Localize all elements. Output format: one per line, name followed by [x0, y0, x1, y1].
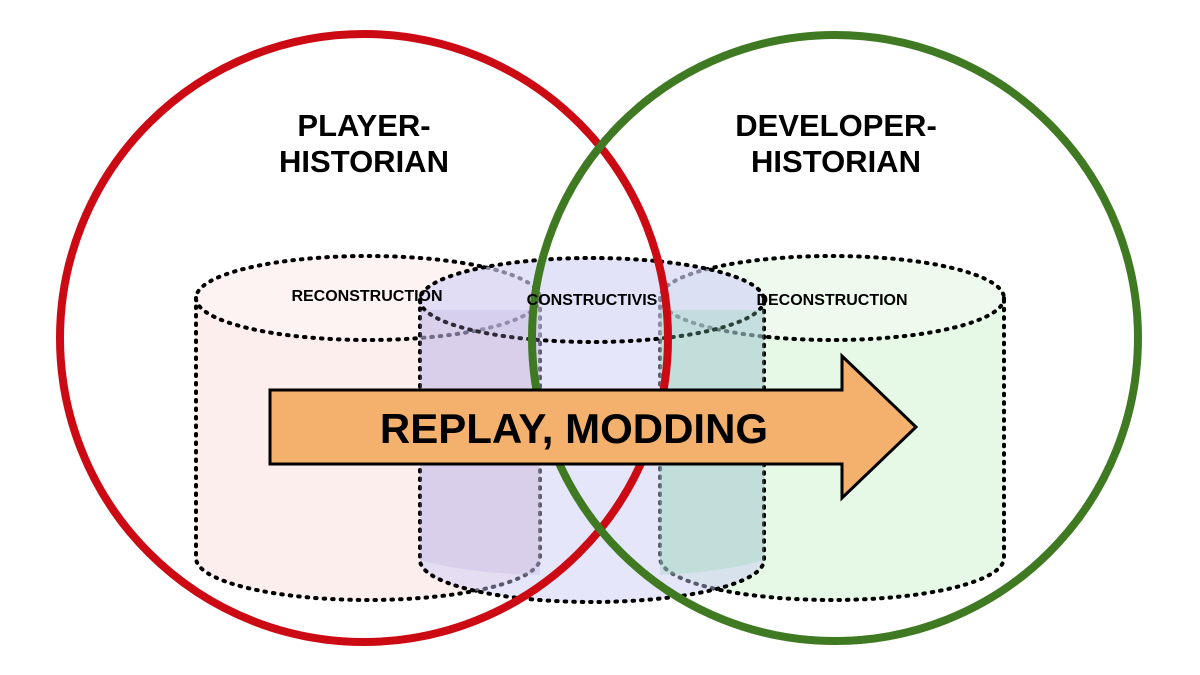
deconstruction-label: DECONSTRUCTION	[756, 292, 907, 309]
player-historian-circle	[56, 30, 672, 646]
developer-historian-circle	[528, 31, 1142, 645]
cylinder-constructivism-outline	[418, 298, 766, 604]
developer-historian-title-line2: HISTORIAN	[751, 144, 921, 179]
replay-modding-label: REPLAY, MODDING	[380, 405, 768, 452]
reconstruction-label: RECONSTRUCTION	[291, 288, 442, 305]
player-historian-title-line2: HISTORIAN	[279, 144, 449, 179]
cylinder-deconstruction-outline	[658, 296, 1006, 602]
cylinder-reconstruction-outline	[194, 296, 542, 602]
replay-modding-arrow	[268, 352, 919, 502]
developer-historian-title-line1: DEVELOPER-	[735, 108, 937, 143]
player-historian-title-line1: PLAYER-	[297, 108, 430, 143]
constructivism-label: CONSTRUCTIVIS	[527, 292, 658, 309]
